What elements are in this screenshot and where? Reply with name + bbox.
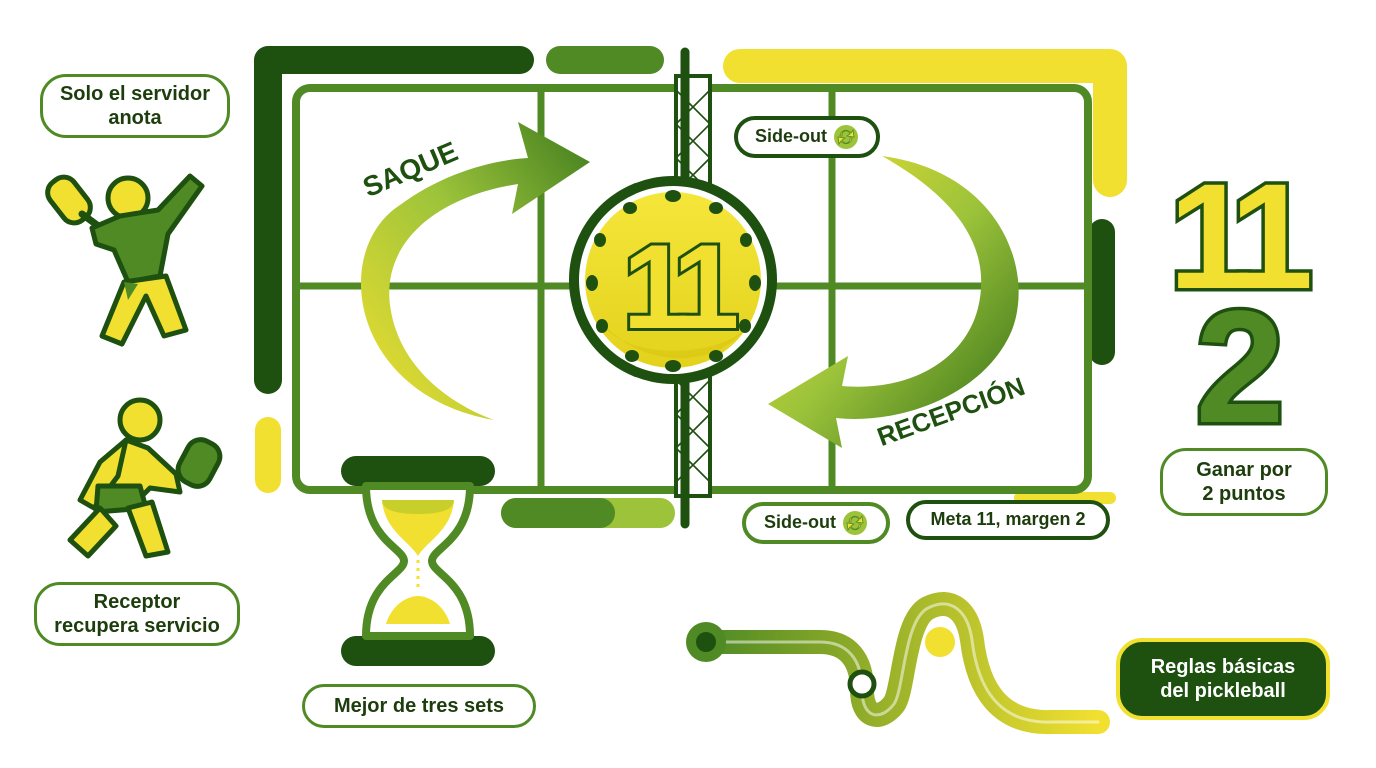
winding-path-icon bbox=[686, 592, 1110, 735]
receptor-line-1: Receptor bbox=[93, 591, 181, 613]
ganar-line-1: Ganar por bbox=[1196, 459, 1292, 481]
big-number-two: 2 bbox=[1196, 277, 1285, 456]
hourglass-icon bbox=[341, 456, 495, 666]
meta-pill: Meta 11, margen 2 bbox=[906, 500, 1110, 540]
saque-arrow bbox=[360, 122, 590, 420]
solo-servidor-line-1: Solo el servidor bbox=[59, 83, 211, 105]
receptor-line-2: recupera servicio bbox=[54, 615, 220, 637]
side-out-cycle-icon bbox=[834, 125, 858, 149]
solo-servidor-line-2: anota bbox=[108, 107, 162, 129]
reglas-line-1: Reglas básicas bbox=[1150, 656, 1296, 678]
side-out-cycle-icon bbox=[843, 511, 867, 535]
meta-label: Meta 11, margen 2 bbox=[930, 509, 1086, 530]
ganar-line-2: 2 puntos bbox=[1202, 483, 1286, 505]
side-out-bottom-pill: Side-out bbox=[742, 502, 890, 544]
mejor-sets-label: Mejor de tres sets bbox=[333, 695, 505, 717]
receptor-pill: Receptor recupera servicio bbox=[34, 582, 240, 646]
mejor-sets-pill: Mejor de tres sets bbox=[302, 684, 536, 728]
reglas-pill: Reglas básicas del pickleball bbox=[1116, 638, 1330, 720]
side-out-top-pill: Side-out bbox=[734, 116, 880, 158]
ball-number: 11 bbox=[623, 220, 737, 354]
side-out-top-label: Side-out bbox=[755, 126, 827, 147]
reglas-line-2: del pickleball bbox=[1160, 680, 1286, 702]
pickleball-ball-icon bbox=[569, 176, 777, 384]
pickleball-server-player-icon bbox=[45, 173, 205, 347]
solo-servidor-pill: Solo el servidor anota bbox=[40, 74, 230, 138]
side-out-bottom-label: Side-out bbox=[764, 512, 836, 533]
pickleball-receiver-player-icon bbox=[67, 397, 223, 559]
recepcion-arrow bbox=[768, 156, 1019, 448]
ganar-pill: Ganar por 2 puntos bbox=[1160, 448, 1328, 516]
decorative-frame bbox=[254, 46, 1127, 528]
